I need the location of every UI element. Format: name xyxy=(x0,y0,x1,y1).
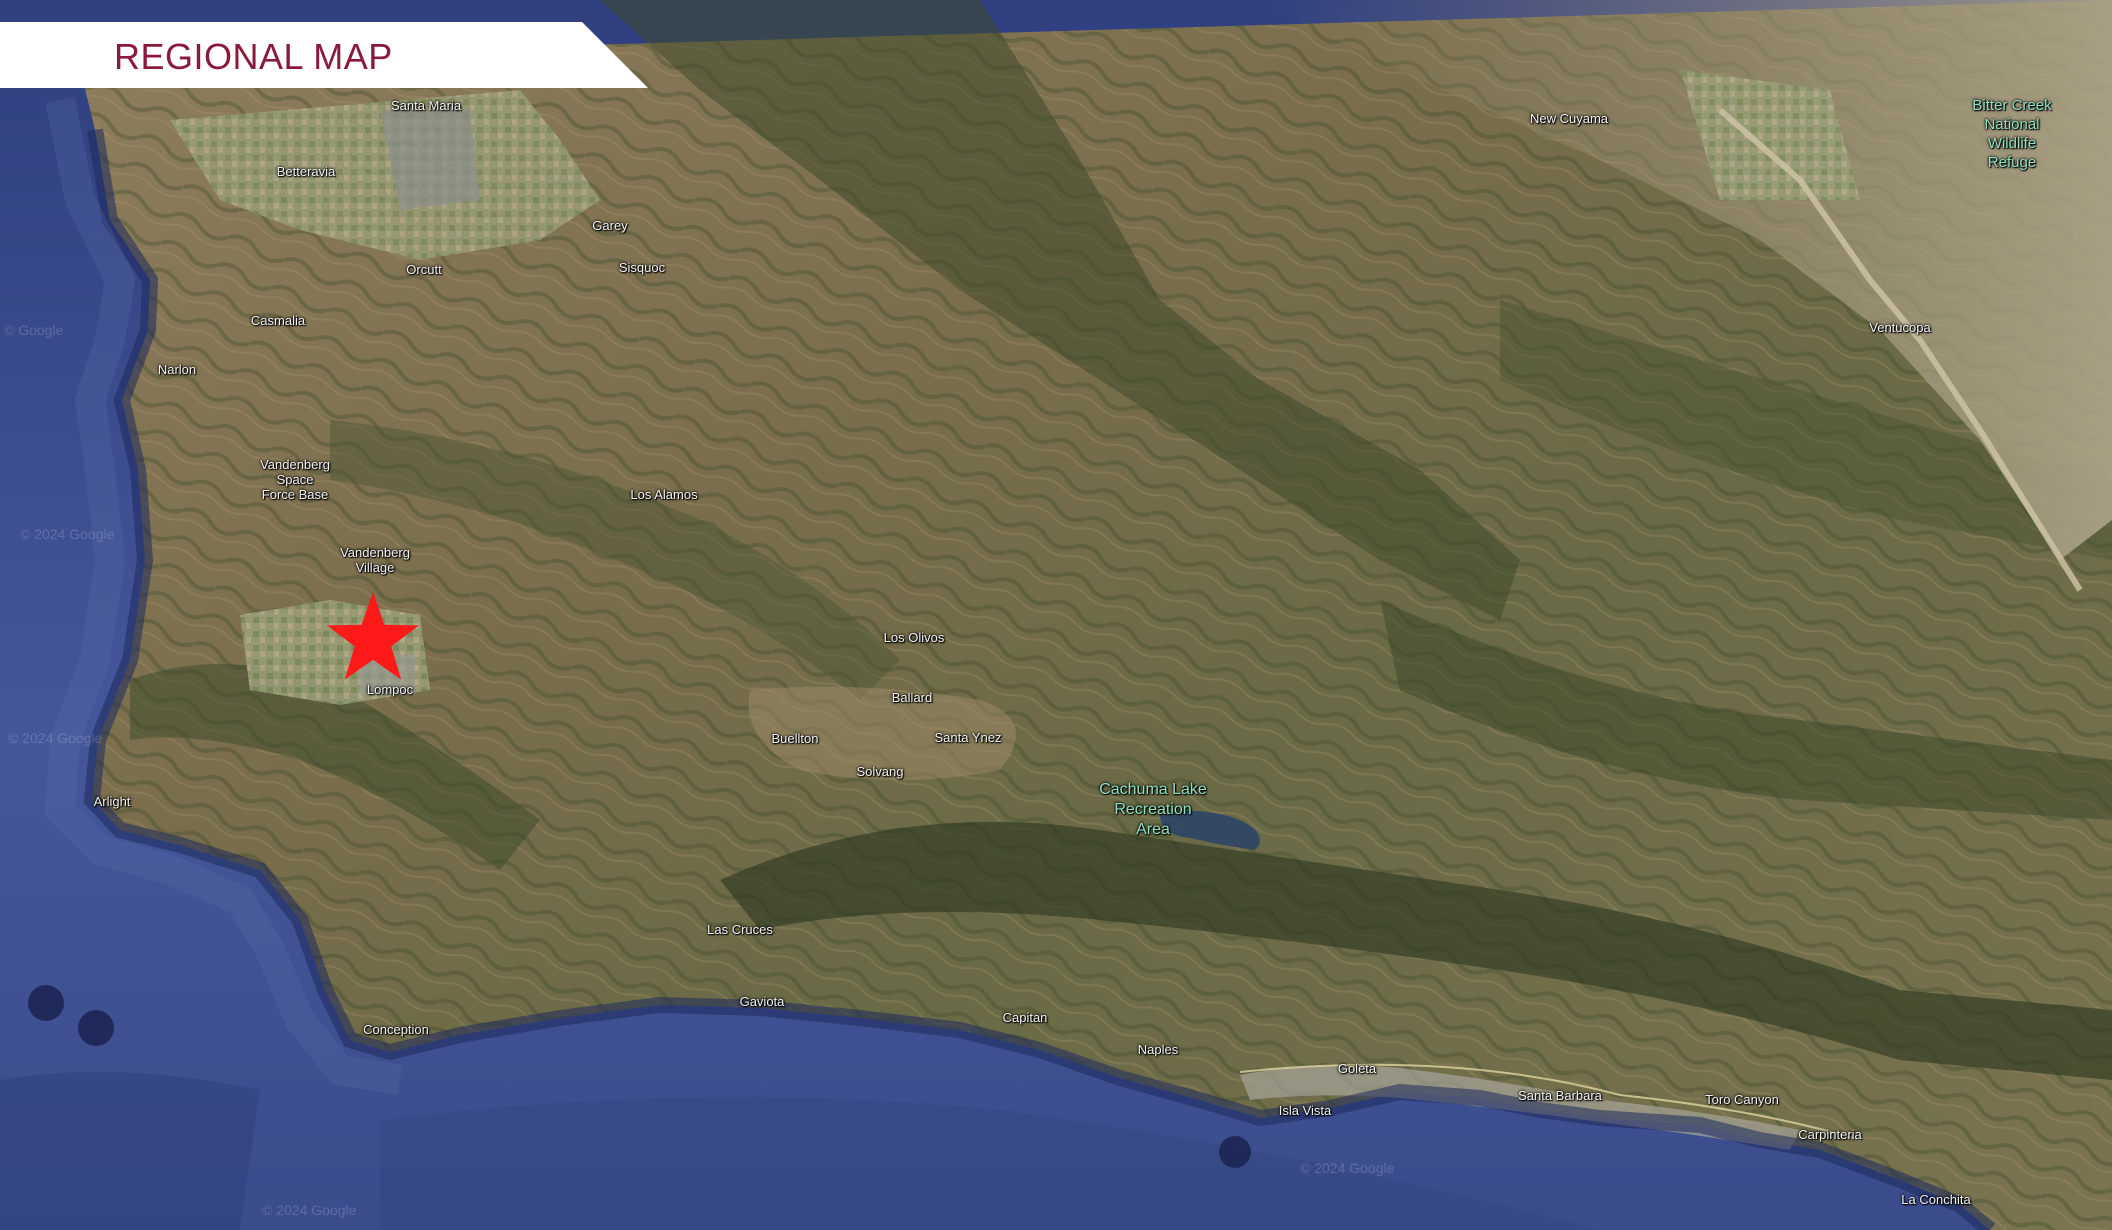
place-label-santa-ynez: Santa Ynez xyxy=(934,730,1002,745)
place-label-cachuma-lake-recreation-area: Cachuma Lake Recreation Area xyxy=(1099,781,1207,838)
place-label-narlon: Narlon xyxy=(157,362,197,377)
place-label-bitter-creek-national-wildlife-refuge: Bitter Creek National Wildlife Refuge xyxy=(1972,97,2052,171)
place-label-capitan: Capitan xyxy=(1002,1010,1048,1025)
google-watermark: © 2024 Google xyxy=(262,1202,357,1218)
place-label-santa-barbara: Santa Barbara xyxy=(1518,1088,1602,1103)
map-title: REGIONAL MAP xyxy=(114,36,393,77)
place-label-arlight: Arlight xyxy=(93,794,131,809)
place-label-vandenberg-space-force-base: Vandenberg Space Force Base xyxy=(260,457,330,502)
place-label-casmalia: Casmalia xyxy=(250,313,306,328)
place-label-betteravia: Betteravia xyxy=(276,164,336,179)
title-banner: REGIONAL MAP xyxy=(0,22,648,88)
place-label-las-cruces: Las Cruces xyxy=(707,922,773,937)
place-label-ventucopa: Ventucopa xyxy=(1869,320,1931,335)
place-label-conception: Conception xyxy=(363,1022,429,1037)
place-label-new-cuyama: New Cuyama xyxy=(1529,111,1609,126)
red-star-marker xyxy=(327,591,419,680)
place-label-orcutt: Orcutt xyxy=(406,262,442,277)
place-label-buellton: Buellton xyxy=(771,731,819,746)
place-label-los-alamos: Los Alamos xyxy=(630,487,698,502)
place-label-sisquoc: Sisquoc xyxy=(618,260,666,275)
place-label-carpinteria: Carpinteria xyxy=(1798,1127,1862,1142)
google-watermark: © 2024 Google xyxy=(20,526,115,542)
place-label-solvang: Solvang xyxy=(856,764,904,779)
place-label-toro-canyon: Toro Canyon xyxy=(1705,1092,1779,1107)
place-label-lompoc: Lompoc xyxy=(366,682,414,697)
place-label-isla-vista: Isla Vista xyxy=(1278,1103,1332,1118)
place-label-naples: Naples xyxy=(1137,1042,1179,1057)
place-label-goleta: Goleta xyxy=(1337,1061,1377,1076)
google-watermark: © 2024 Google xyxy=(1300,1160,1395,1176)
place-label-gaviota: Gaviota xyxy=(739,994,785,1009)
place-label-garey: Garey xyxy=(592,218,628,233)
google-watermark: © Google xyxy=(4,322,64,338)
place-label-la-conchita: La Conchita xyxy=(1901,1192,1971,1207)
place-label-los-olivos: Los Olivos xyxy=(883,630,945,645)
google-watermark: © 2024 Google xyxy=(8,730,103,746)
place-label-santa-maria: Santa Maria xyxy=(390,98,462,113)
place-label-ballard: Ballard xyxy=(891,690,933,705)
place-label-vandenberg-village: Vandenberg Village xyxy=(340,545,410,575)
